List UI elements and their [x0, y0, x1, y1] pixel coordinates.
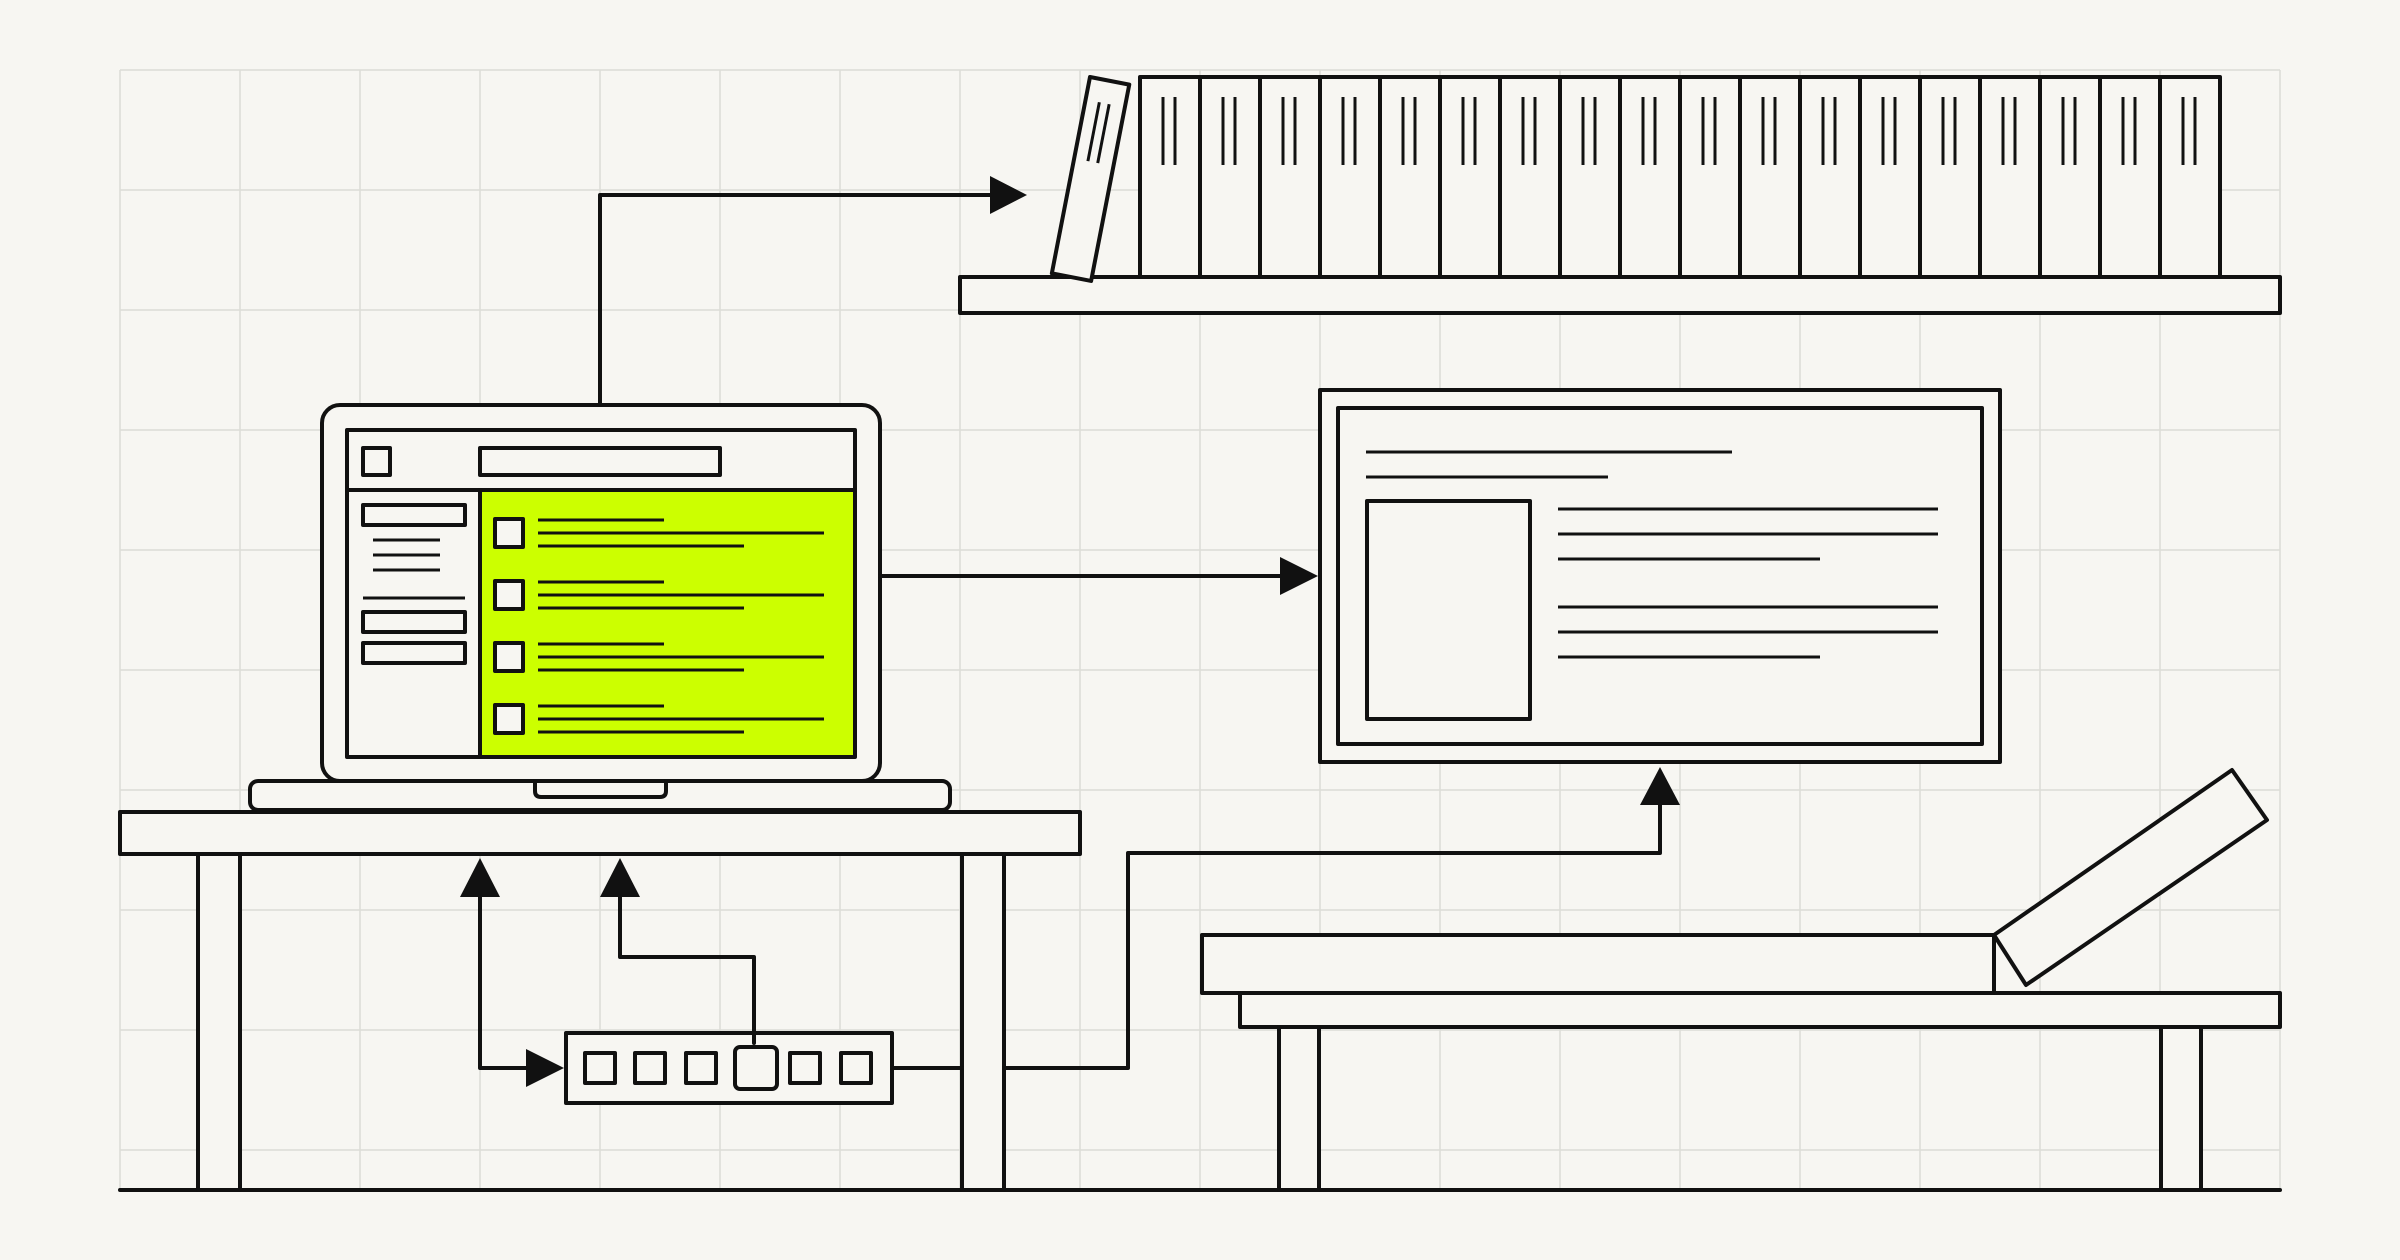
- binder-row: [1138, 75, 2222, 279]
- hub-ports: [583, 1045, 873, 1091]
- desk-icon: [118, 810, 1082, 1192]
- binder: [1918, 75, 1982, 279]
- hub-port: [633, 1051, 667, 1085]
- binder: [1318, 75, 1382, 279]
- hub-port: [788, 1051, 822, 1085]
- usb-hub-icon: [564, 1031, 894, 1105]
- browser-address-bar: [478, 446, 722, 477]
- binder: [1798, 75, 1862, 279]
- arrow-icon: [1640, 767, 1680, 805]
- binder: [1438, 75, 1502, 279]
- checkbox-icon: [493, 517, 525, 549]
- binder: [2158, 75, 2222, 279]
- binder: [1258, 75, 1322, 279]
- bench-backrest: [1992, 768, 2269, 987]
- highlighted-list-panel: [482, 492, 853, 755]
- binder-shelf-icon: [958, 74, 2282, 315]
- arrow-icon: [990, 176, 1027, 214]
- bench-leg-left: [1277, 1025, 1321, 1192]
- hub-port: [583, 1051, 617, 1085]
- arrow-icon: [526, 1049, 564, 1087]
- bench-icon: [1200, 768, 2282, 1192]
- hub-port: [839, 1051, 873, 1085]
- checkbox-icon: [493, 579, 525, 611]
- binder: [1738, 75, 1802, 279]
- list-item: [493, 517, 824, 549]
- connector-laptop-to-shelf: [598, 193, 997, 407]
- binder: [1978, 75, 2042, 279]
- connector-hub-to-desk-left: [478, 888, 530, 1070]
- checkbox-icon: [493, 703, 525, 735]
- laptop-icon: [248, 403, 952, 812]
- bench-seat-cushion: [1200, 933, 1996, 995]
- leaning-binder: [1049, 74, 1132, 283]
- arrow-icon: [1280, 557, 1318, 595]
- list-item: [493, 641, 824, 673]
- list-item: [493, 579, 824, 611]
- laptop-hinge-notch: [533, 779, 668, 799]
- laptop-list: [493, 517, 824, 735]
- binder: [2098, 75, 2162, 279]
- arrow-icon: [460, 858, 500, 897]
- hub-body: [564, 1031, 894, 1105]
- binder: [1858, 75, 1922, 279]
- binder: [1678, 75, 1742, 279]
- monitor-image-placeholder: [1365, 499, 1532, 721]
- binder: [1198, 75, 1262, 279]
- hub-port-active: [733, 1045, 779, 1091]
- binder: [1138, 75, 1202, 279]
- hub-port: [684, 1051, 718, 1085]
- binder: [1498, 75, 1562, 279]
- binder: [1378, 75, 1442, 279]
- checkbox-icon: [493, 641, 525, 673]
- desk-top: [118, 810, 1082, 856]
- list-item: [493, 703, 824, 735]
- browser-tab: [361, 446, 392, 477]
- binder: [2038, 75, 2102, 279]
- connectors: [460, 176, 1680, 1087]
- bench-leg-right: [2159, 1025, 2203, 1192]
- arrow-icon: [600, 858, 640, 897]
- connector-hub-port-to-desk: [618, 888, 756, 1045]
- connector-hub-to-monitor: [1002, 798, 1662, 1070]
- bench-frame: [1238, 991, 2282, 1029]
- shelf-board: [958, 275, 2282, 315]
- monitor-text-block: [1558, 507, 1938, 659]
- binder: [1618, 75, 1682, 279]
- desk-leg-right: [960, 852, 1006, 1192]
- laptop-sidebar: [361, 503, 467, 665]
- desk-leg-left: [196, 852, 242, 1192]
- binder: [1558, 75, 1622, 279]
- display-monitor-icon: [1318, 388, 2002, 764]
